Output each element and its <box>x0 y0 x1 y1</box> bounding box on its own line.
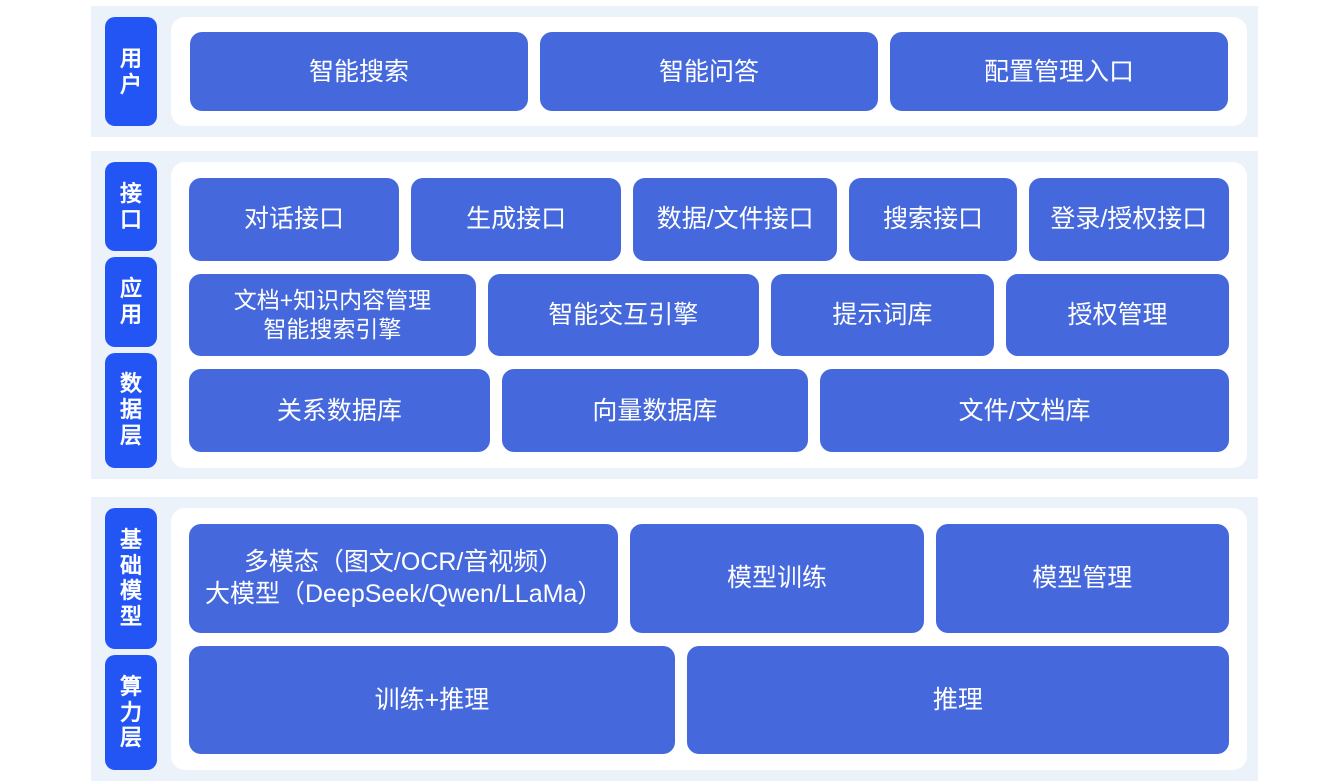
layer-tab-application-label: 应用 <box>119 276 142 328</box>
layer-tab-data[interactable]: 数据层 <box>105 352 157 468</box>
card-config-management-entry[interactable]: 配置管理入口 <box>890 32 1228 111</box>
section-foundation-layer: 基础模型 算力层 多模态（图文/OCR/音视频） 大模型（DeepSeek/Qw… <box>91 497 1258 781</box>
layer-tab-compute[interactable]: 算力层 <box>105 654 157 771</box>
section-body-platform: 对话接口 生成接口 数据/文件接口 搜索接口 登录/授权接口 文档+知识内容管理… <box>171 162 1247 468</box>
tab-column-platform: 接口 应用 数据层 <box>105 162 157 468</box>
card-intelligent-search[interactable]: 智能搜索 <box>190 32 528 111</box>
layer-tab-user[interactable]: 用户 <box>105 17 157 126</box>
layer-tab-interface-label: 接口 <box>119 180 142 232</box>
card-training-and-inference[interactable]: 训练+推理 <box>189 645 675 754</box>
section-body-user: 智能搜索 智能问答 配置管理入口 <box>171 17 1247 126</box>
tab-column-user: 用户 <box>105 17 157 126</box>
card-authorization-management[interactable]: 授权管理 <box>1005 273 1230 357</box>
card-inference[interactable]: 推理 <box>686 645 1229 754</box>
card-file-document-store[interactable]: 文件/文档库 <box>820 369 1229 453</box>
card-intelligent-interaction-engine[interactable]: 智能交互引擎 <box>487 273 759 357</box>
row-compute: 训练+推理 推理 <box>189 645 1229 754</box>
section-platform-layer: 接口 应用 数据层 对话接口 生成接口 数据/文件接口 搜索接口 登录/授权接口… <box>91 151 1258 479</box>
card-dialog-api[interactable]: 对话接口 <box>189 178 400 261</box>
card-generation-api[interactable]: 生成接口 <box>411 178 622 261</box>
card-prompt-library[interactable]: 提示词库 <box>770 273 994 357</box>
tab-column-foundation: 基础模型 算力层 <box>105 508 157 771</box>
layer-tab-data-label: 数据层 <box>119 371 142 449</box>
card-model-training[interactable]: 模型训练 <box>630 524 924 633</box>
layer-tab-application[interactable]: 应用 <box>105 257 157 347</box>
layer-tab-compute-label: 算力层 <box>119 673 142 751</box>
card-vector-database[interactable]: 向量数据库 <box>501 369 809 453</box>
row-application: 文档+知识内容管理 智能搜索引擎 智能交互引擎 提示词库 授权管理 <box>189 273 1230 357</box>
row-model: 多模态（图文/OCR/音视频） 大模型（DeepSeek/Qwen/LLaMa）… <box>189 524 1229 633</box>
section-body-foundation: 多模态（图文/OCR/音视频） 大模型（DeepSeek/Qwen/LLaMa）… <box>171 508 1247 770</box>
card-relational-database[interactable]: 关系数据库 <box>189 369 490 453</box>
layer-tab-interface[interactable]: 接口 <box>105 162 157 252</box>
row-data: 关系数据库 向量数据库 文件/文档库 <box>189 369 1229 453</box>
card-login-auth-api[interactable]: 登录/授权接口 <box>1028 178 1230 261</box>
layer-tab-foundation-model-label: 基础模型 <box>119 526 142 630</box>
card-search-api[interactable]: 搜索接口 <box>849 178 1017 261</box>
layer-tab-foundation-model[interactable]: 基础模型 <box>105 508 157 649</box>
card-document-knowledge-management[interactable]: 文档+知识内容管理 智能搜索引擎 <box>189 273 476 357</box>
row-user-entry: 智能搜索 智能问答 配置管理入口 <box>190 32 1228 111</box>
layer-tab-user-label: 用户 <box>119 45 142 97</box>
card-model-management[interactable]: 模型管理 <box>935 524 1229 633</box>
card-data-file-api[interactable]: 数据/文件接口 <box>633 178 838 261</box>
section-user-layer: 用户 智能搜索 智能问答 配置管理入口 <box>91 6 1258 137</box>
card-multimodal-large-model[interactable]: 多模态（图文/OCR/音视频） 大模型（DeepSeek/Qwen/LLaMa） <box>189 524 619 633</box>
row-interface: 对话接口 生成接口 数据/文件接口 搜索接口 登录/授权接口 <box>189 178 1230 261</box>
card-intelligent-qa[interactable]: 智能问答 <box>540 32 878 111</box>
